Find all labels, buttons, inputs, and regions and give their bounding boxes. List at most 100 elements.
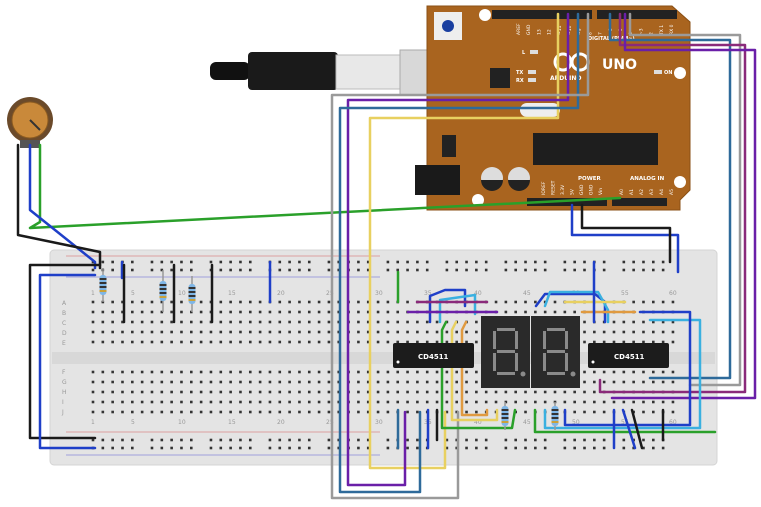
wire-yellow-a xyxy=(450,320,499,422)
col-num: 10 xyxy=(178,290,186,297)
resistor xyxy=(99,268,107,302)
pin-label: RESET xyxy=(551,180,557,195)
col-num: 25 xyxy=(326,290,334,297)
row-letter: I xyxy=(62,399,64,406)
segment xyxy=(497,372,515,375)
pin-label: A4 xyxy=(659,189,665,195)
wire-green-b xyxy=(533,408,717,434)
wire-blue-c xyxy=(563,310,692,427)
seven-segment-display xyxy=(481,316,580,388)
pin-label: RX 0 xyxy=(669,24,675,35)
pin-label: 13 xyxy=(536,29,542,35)
digit xyxy=(493,328,526,377)
potentiometer[interactable] xyxy=(7,97,53,148)
wire-pot-green xyxy=(28,143,622,230)
chip-label: CD4511 xyxy=(614,353,645,361)
led-label-l: L xyxy=(522,50,526,56)
segment xyxy=(497,328,515,331)
col-num: 1 xyxy=(91,290,95,297)
segment xyxy=(547,372,565,375)
row-letter: D xyxy=(62,330,67,337)
col-num: 25 xyxy=(326,419,334,426)
row-letters: A B C D E F G H I J xyxy=(61,300,67,416)
wire-rail-blue-left xyxy=(38,273,97,450)
pin-label: Vin xyxy=(598,188,604,195)
segment xyxy=(543,331,546,349)
col-num: 40 xyxy=(474,419,482,426)
power-label: POWER xyxy=(578,176,602,182)
wire-magenta-5 xyxy=(598,12,747,394)
segment xyxy=(565,353,568,371)
pin-label: GND xyxy=(526,24,532,35)
segment xyxy=(565,331,568,349)
pin-label: 8 xyxy=(587,32,593,35)
wires xyxy=(16,12,757,500)
col-num: 45 xyxy=(523,419,531,426)
col-num: 50 xyxy=(572,419,580,426)
pin-label: A2 xyxy=(639,189,645,195)
row-letter: J xyxy=(61,409,64,416)
resistor xyxy=(188,276,196,312)
atmega-chip xyxy=(533,133,658,165)
col-num: 1 xyxy=(91,419,95,426)
segment xyxy=(497,350,515,353)
cd4511-left: CD4511 xyxy=(393,343,474,368)
wire-lightblue-b xyxy=(543,290,610,324)
col-num: 30 xyxy=(375,290,383,297)
col-num: 20 xyxy=(277,419,285,426)
resistor xyxy=(501,402,509,430)
wire-orange-a xyxy=(460,320,489,417)
pin-label: ~10 xyxy=(567,25,573,35)
col-num: 45 xyxy=(523,290,531,297)
led-label-tx: TX xyxy=(516,70,523,76)
wire-purple-10 xyxy=(346,12,570,487)
row-letter: B xyxy=(62,310,66,317)
pin-label: 12 xyxy=(547,29,553,35)
segment xyxy=(547,328,565,331)
pin-label: 3.3V xyxy=(560,184,566,195)
pin-label: A5 xyxy=(669,189,675,195)
segment xyxy=(493,353,496,371)
col-num: 15 xyxy=(228,419,236,426)
resistor xyxy=(159,270,167,312)
analog-header xyxy=(612,198,667,206)
arduino-model: UNO xyxy=(602,57,637,73)
col-num: 10 xyxy=(178,419,186,426)
cd4511-right: CD4511 xyxy=(588,343,669,368)
resistors xyxy=(99,268,559,430)
col-num: 15 xyxy=(228,290,236,297)
row-letter: G xyxy=(62,379,67,386)
segment xyxy=(493,331,496,349)
wire-lightblue-c xyxy=(543,318,702,430)
wire-blue-bot-4 xyxy=(621,408,637,450)
pin-label: GND xyxy=(589,184,595,195)
pin-label: ~11 xyxy=(557,25,563,35)
wire-steel-6 xyxy=(608,12,732,380)
row-letter: H xyxy=(62,389,67,396)
pin-label: IOREF xyxy=(541,181,547,195)
segment xyxy=(515,353,518,371)
col-num: 5 xyxy=(131,419,135,426)
chip-label: CD4511 xyxy=(418,353,449,361)
segment xyxy=(543,353,546,371)
led-label-on: ON xyxy=(664,70,672,76)
col-num: 55 xyxy=(621,290,629,297)
col-num: 40 xyxy=(474,290,482,297)
segment xyxy=(547,350,565,353)
col-num: 55 xyxy=(621,419,629,426)
led-label-rx: RX xyxy=(516,78,524,84)
pin-label: TX 1 xyxy=(659,25,665,36)
row-letter: A xyxy=(62,300,67,307)
wire-black-bot-2 xyxy=(630,408,644,450)
power-header xyxy=(527,198,607,206)
segment xyxy=(515,331,518,349)
wire-steel-9 xyxy=(338,12,580,494)
pin-label: ~9 xyxy=(577,28,583,35)
pin-label: ~3 xyxy=(638,28,644,35)
pin-label: GND xyxy=(579,184,585,195)
pin-label: 2 xyxy=(649,32,655,35)
digit xyxy=(543,328,576,377)
col-num: 30 xyxy=(375,419,383,426)
